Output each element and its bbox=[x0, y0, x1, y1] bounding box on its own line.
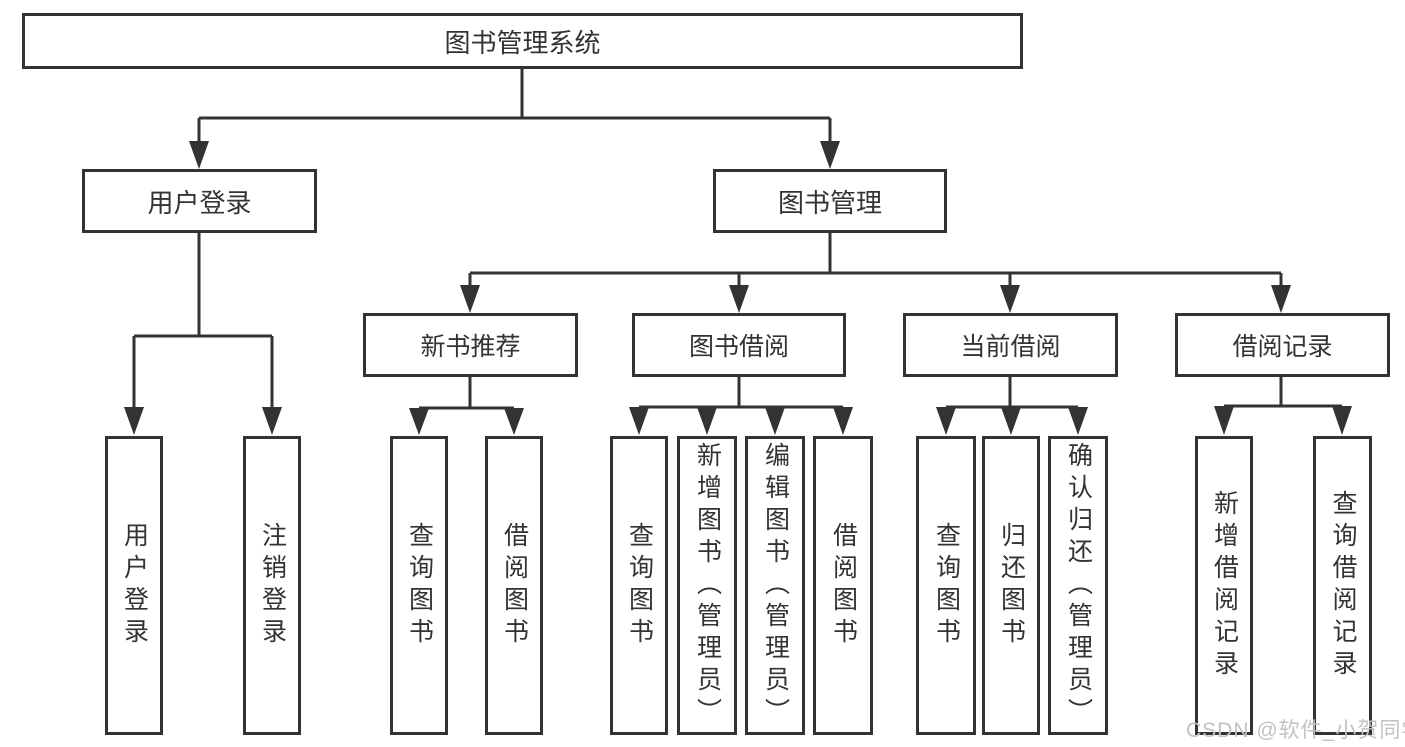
node-label: 当前借阅 bbox=[960, 333, 1061, 361]
node-label: 图书借阅 bbox=[688, 333, 789, 361]
arrowheads-book-borrow-children bbox=[629, 407, 853, 435]
leaf-add-books-admin: 新增图书（管理员） bbox=[677, 436, 737, 735]
node-label: 借阅记录 bbox=[1232, 333, 1333, 361]
connector-new-book-children bbox=[419, 377, 514, 410]
node-label: 确认归还（管理员） bbox=[1064, 441, 1093, 730]
arrowheads-new-book-children bbox=[409, 408, 524, 435]
node-label: 新增图书（管理员） bbox=[693, 441, 722, 730]
node-label: 用户登录 bbox=[120, 521, 149, 650]
node-label: 新书推荐 bbox=[420, 333, 521, 361]
connector-borrow-records-children bbox=[1224, 377, 1342, 408]
leaf-logout: 注销登录 bbox=[243, 436, 301, 735]
leaf-query-books-recommend: 查询图书 bbox=[390, 436, 448, 735]
leaf-return-books: 归还图书 bbox=[982, 436, 1040, 735]
leaf-edit-books-admin: 编辑图书（管理员） bbox=[745, 436, 805, 735]
node-label: 编辑图书（管理员） bbox=[761, 441, 790, 730]
node-label: 借阅图书 bbox=[500, 521, 529, 650]
arrowheads-level3 bbox=[460, 285, 1291, 313]
node-label: 新增借阅记录 bbox=[1210, 489, 1239, 682]
leaf-user-login: 用户登录 bbox=[105, 436, 163, 735]
arrowheads-current-borrow-children bbox=[936, 407, 1088, 435]
connector-current-borrow-children bbox=[946, 377, 1078, 409]
node-user-login: 用户登录 bbox=[82, 169, 317, 233]
node-label: 注销登录 bbox=[258, 521, 287, 650]
node-library-management-system: 图书管理系统 bbox=[22, 13, 1023, 69]
connector-root-to-level2 bbox=[197, 69, 832, 142]
arrowheads-borrow-records-children bbox=[1214, 406, 1352, 435]
csdn-watermark: CSDN @软件_小贺同学 bbox=[1186, 719, 1405, 742]
node-label: 用户登录 bbox=[147, 187, 252, 218]
leaf-query-books-current: 查询图书 bbox=[916, 436, 976, 735]
arrowheads-level2 bbox=[189, 141, 840, 169]
arrowheads-user-login-children bbox=[124, 407, 282, 435]
connector-book-management-children bbox=[468, 233, 1283, 286]
leaf-add-borrow-record: 新增借阅记录 bbox=[1195, 436, 1253, 735]
node-label: 图书管理系统 bbox=[444, 27, 601, 58]
node-label: 借阅图书 bbox=[829, 521, 858, 650]
node-label: 归还图书 bbox=[997, 521, 1026, 650]
node-borrowing-records: 借阅记录 bbox=[1175, 313, 1390, 377]
leaf-borrow-books: 借阅图书 bbox=[813, 436, 873, 735]
leaf-query-books-borrow: 查询图书 bbox=[610, 436, 668, 735]
node-label: 图书管理 bbox=[777, 187, 882, 218]
node-book-borrowing: 图书借阅 bbox=[632, 313, 846, 377]
connector-user-login-children bbox=[132, 233, 274, 408]
node-label: 查询借阅记录 bbox=[1329, 489, 1357, 682]
node-label: 查询图书 bbox=[405, 521, 434, 650]
node-current-borrowing: 当前借阅 bbox=[903, 313, 1118, 377]
leaf-confirm-return-admin: 确认归还（管理员） bbox=[1048, 436, 1108, 735]
node-label: 查询图书 bbox=[932, 521, 961, 650]
leaf-borrow-books-recommend: 借阅图书 bbox=[485, 436, 543, 735]
connector-book-borrow-children bbox=[639, 377, 843, 409]
node-new-book-recommendation: 新书推荐 bbox=[363, 313, 578, 377]
node-book-management: 图书管理 bbox=[713, 169, 947, 233]
node-label: 查询图书 bbox=[625, 521, 654, 650]
leaf-query-borrow-record: 查询借阅记录 bbox=[1313, 436, 1372, 735]
